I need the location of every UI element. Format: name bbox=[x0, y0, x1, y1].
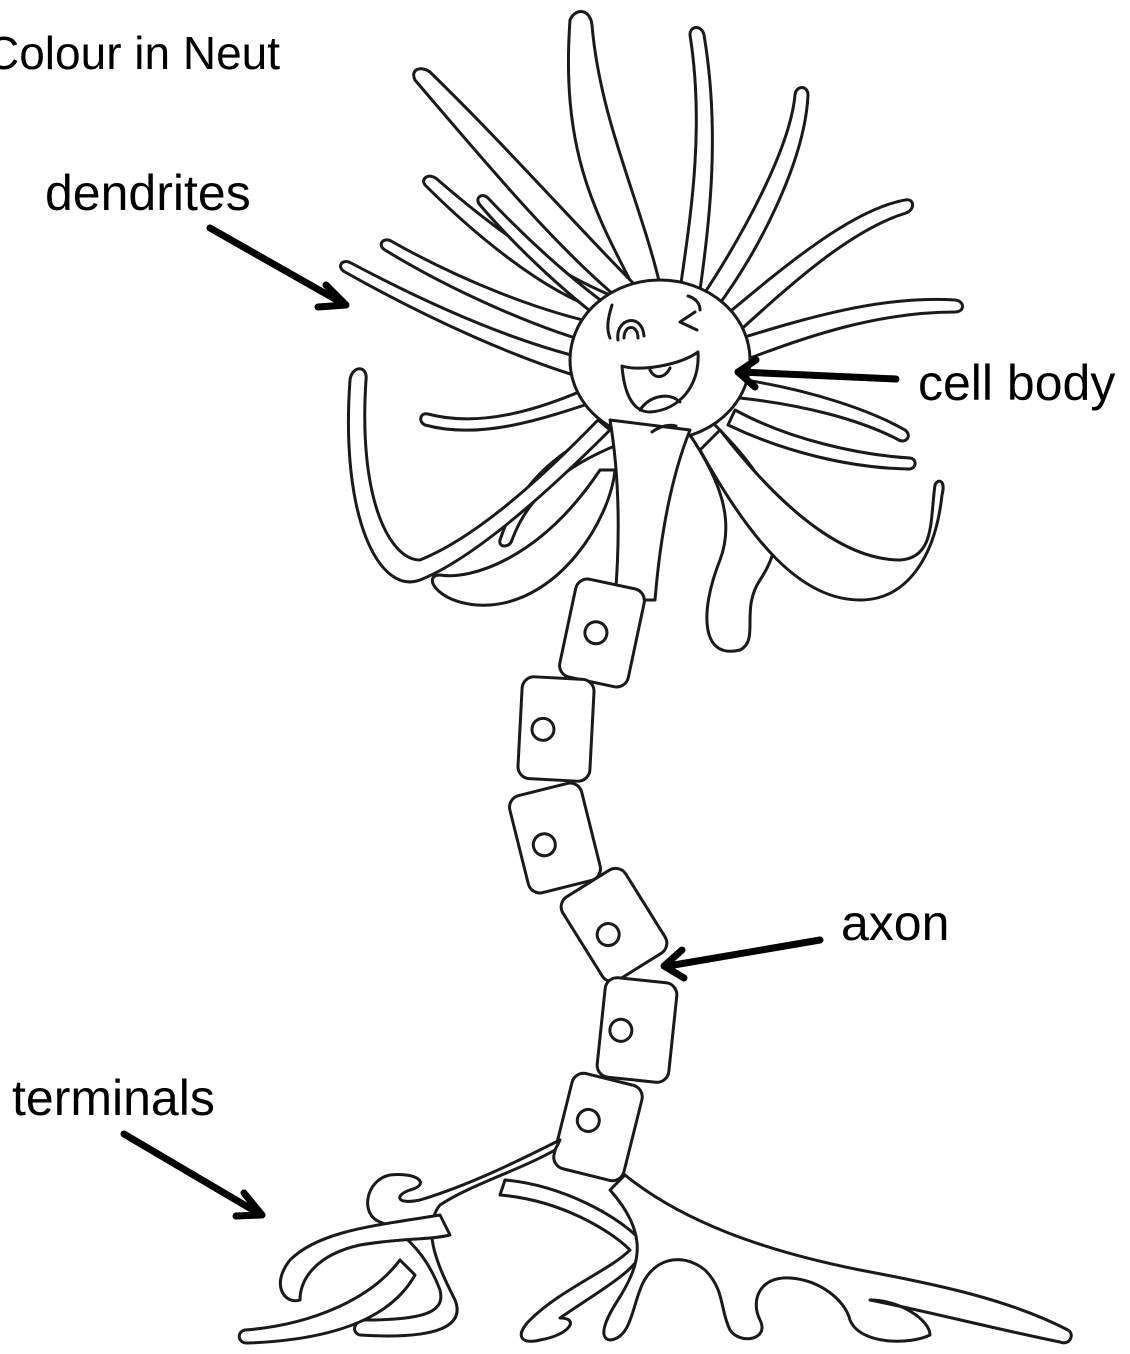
myelin-segment bbox=[517, 676, 594, 782]
dendrite-branch bbox=[421, 385, 600, 430]
soma-neck bbox=[610, 420, 690, 600]
axon-arrow bbox=[664, 940, 820, 978]
page-title: Colour in Neut bbox=[0, 30, 280, 76]
label-arrows bbox=[124, 228, 896, 1216]
label-dendrites: dendrites bbox=[45, 168, 251, 218]
dendrite-branch bbox=[735, 299, 963, 360]
dendrite-branch bbox=[728, 410, 915, 469]
terminals-arrow bbox=[124, 1134, 262, 1216]
myelin-segment bbox=[596, 977, 678, 1084]
dendrite-branch bbox=[680, 28, 712, 291]
terminals bbox=[239, 1140, 1071, 1343]
axon bbox=[507, 577, 678, 1183]
label-cell-body: cell body bbox=[918, 358, 1115, 408]
dendrites-arrow bbox=[210, 228, 346, 307]
myelin-segment bbox=[557, 577, 646, 689]
label-axon: axon bbox=[841, 898, 949, 948]
myelin-segment bbox=[507, 781, 603, 896]
soma bbox=[570, 280, 750, 440]
label-terminals: terminals bbox=[12, 1073, 215, 1123]
terminal-branch bbox=[604, 1175, 1071, 1343]
myelin-segment bbox=[551, 1071, 645, 1184]
